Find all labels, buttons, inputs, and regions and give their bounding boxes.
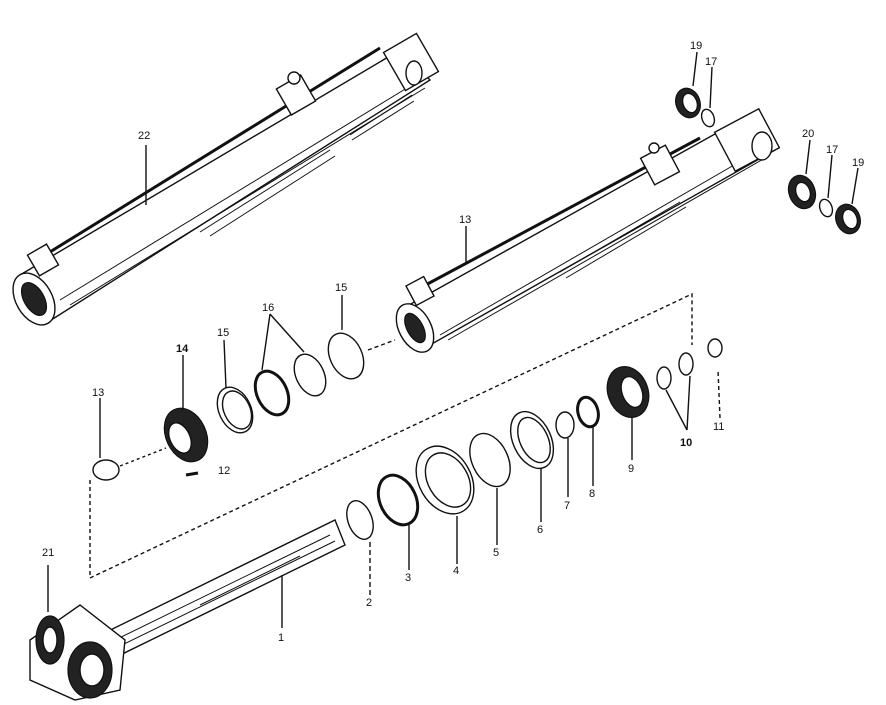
ring-15-right	[327, 332, 365, 380]
o-ring-2	[346, 500, 374, 540]
nut-11	[707, 338, 723, 358]
label-21: 21	[42, 547, 54, 559]
label-16: 16	[262, 302, 274, 314]
label-5: 5	[493, 547, 499, 559]
label-7: 7	[564, 500, 570, 512]
label-1: 1	[278, 632, 284, 644]
label-9: 9	[628, 463, 634, 475]
assembly-axis-lines	[89, 292, 693, 580]
label-10: 10	[680, 437, 692, 449]
label-3: 3	[405, 572, 411, 584]
label-13-barrel: 13	[459, 214, 471, 226]
label-17-right: 17	[826, 144, 838, 156]
bushing-19-right	[835, 203, 861, 235]
axis-line-13	[119, 447, 167, 467]
cylinder-22	[12, 32, 440, 326]
o-ring-17-right	[818, 198, 834, 218]
leader-lines	[47, 51, 859, 628]
ring-8	[576, 395, 600, 429]
seal-3	[376, 473, 420, 527]
label-15-right: 15	[335, 282, 347, 294]
label-11: 11	[713, 421, 724, 433]
o-ring-17-top	[700, 108, 716, 128]
part-labels: 1 2 3 4 5 6 7 8 9 10 11 12 13 13 14 15 1…	[42, 40, 864, 644]
ring-7	[555, 411, 575, 439]
rings-16	[253, 353, 327, 417]
label-12: 12	[218, 465, 230, 477]
label-15-left: 15	[217, 327, 229, 339]
label-19-right: 19	[852, 157, 864, 169]
ring-5	[469, 432, 511, 488]
label-20: 20	[802, 128, 814, 140]
head-14	[163, 407, 209, 463]
o-ring-13	[92, 459, 120, 481]
ring-15-left	[216, 386, 254, 434]
bearing-20	[787, 174, 817, 210]
label-19-top: 19	[690, 40, 702, 52]
label-22: 22	[138, 130, 150, 142]
piston-rod-1	[88, 519, 346, 661]
label-4: 4	[453, 565, 459, 577]
label-14: 14	[176, 343, 189, 355]
screw-12	[185, 471, 199, 477]
label-17-top: 17	[705, 56, 717, 68]
o-rings-10	[656, 352, 694, 390]
bushing-19-top	[675, 87, 701, 119]
cylinder-barrel-23	[395, 107, 781, 353]
ring-6	[509, 410, 555, 470]
label-8: 8	[589, 488, 595, 500]
rod-eye-21	[29, 604, 126, 701]
label-2: 2	[366, 597, 372, 609]
piston-9	[606, 366, 650, 418]
ring-4	[415, 445, 475, 515]
label-13-left: 13	[92, 387, 104, 399]
label-6: 6	[537, 524, 543, 536]
